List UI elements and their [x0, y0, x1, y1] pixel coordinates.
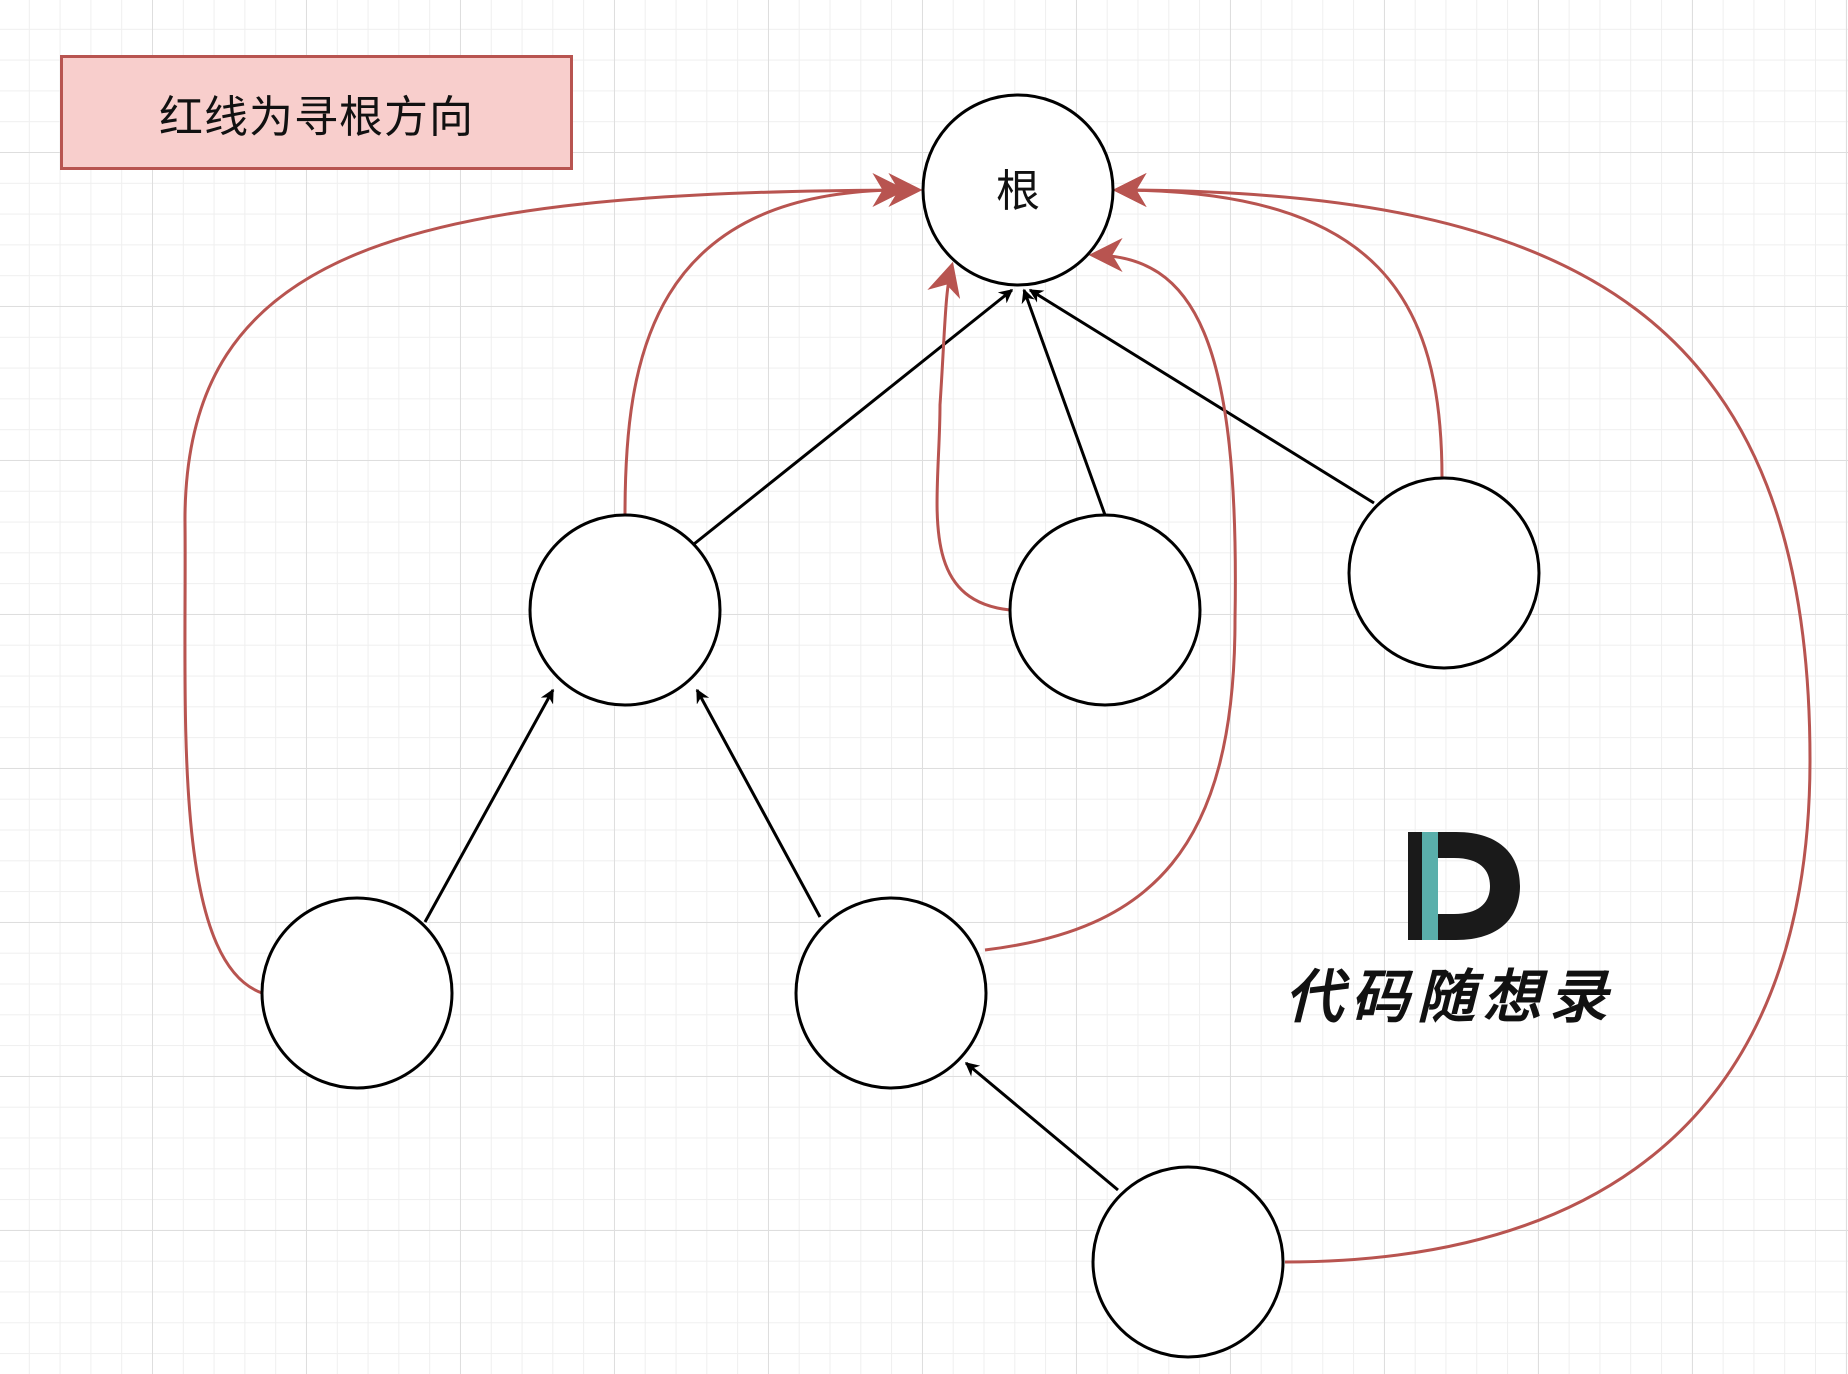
- watermark-logo: [1408, 832, 1520, 940]
- red-path-bottommid: [984, 238, 1237, 952]
- node-bottom-mid: [794, 896, 988, 1090]
- root-label: 根: [996, 166, 1040, 217]
- watermark: 代码随想录: [1270, 832, 1630, 1032]
- root-finding-paths: [183, 173, 1812, 1264]
- red-path-right: [1112, 173, 1444, 479]
- logo-dark-bar: [1408, 832, 1422, 940]
- legend-box: 红线为寻根方向: [60, 55, 573, 170]
- logo-d-curve: [1438, 832, 1520, 940]
- red-path-middle: [927, 261, 1011, 612]
- tree-nodes: [260, 93, 1541, 1359]
- red-path-bottom: [1112, 173, 1812, 1264]
- edge-bottom-to-bottommid: [964, 1061, 1119, 1192]
- node-middle: [1008, 513, 1202, 707]
- tree-edges: [423, 288, 1375, 1192]
- node-bottom-left: [260, 896, 454, 1090]
- node-right: [1347, 476, 1541, 670]
- edge-right-to-root: [1028, 288, 1375, 505]
- root-node: [921, 93, 1115, 287]
- legend-text: 红线为寻根方向: [159, 91, 474, 143]
- edge-bottomleft-to-left: [423, 688, 555, 923]
- node-bottom: [1091, 1165, 1285, 1359]
- watermark-text: 代码随想录: [1284, 963, 1615, 1031]
- edge-bottommid-to-left: [695, 688, 822, 918]
- red-path-left: [623, 173, 907, 516]
- node-left: [528, 513, 722, 707]
- red-path-bottomleft: [183, 173, 923, 995]
- edge-middle-to-root: [1021, 288, 1107, 516]
- edge-left-to-root: [693, 288, 1014, 546]
